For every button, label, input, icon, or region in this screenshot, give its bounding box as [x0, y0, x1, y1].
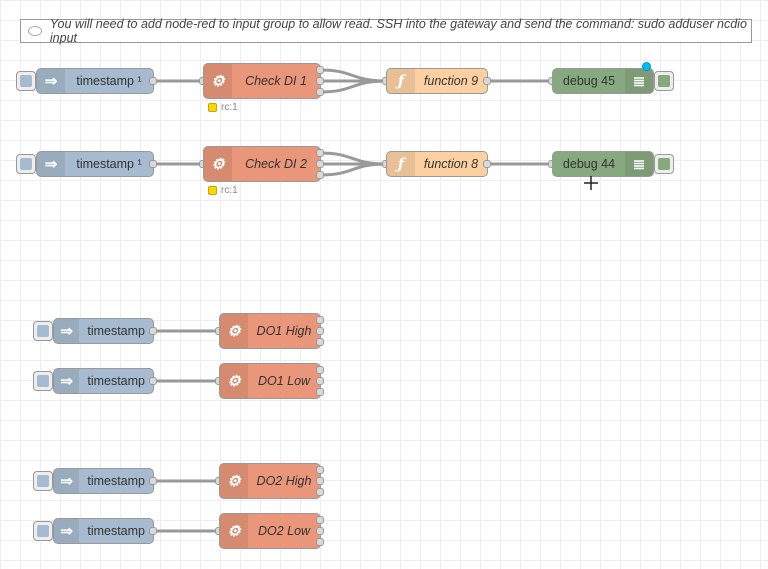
status-dot-icon [208, 186, 217, 195]
output-port[interactable] [316, 527, 324, 535]
gear-icon: ⚙ [220, 314, 248, 348]
list-icon: ≣ [625, 152, 653, 176]
output-port[interactable] [316, 66, 324, 74]
inject-label: timestamp ¹ [76, 157, 142, 171]
inject-label: timestamp ¹ [76, 74, 142, 88]
output-port[interactable] [316, 538, 324, 546]
output-port[interactable] [316, 88, 324, 96]
output-port[interactable] [149, 527, 157, 535]
inject-node[interactable]: ⇒ timestamp ¹ [36, 68, 154, 94]
output-port[interactable] [316, 377, 324, 385]
command-node[interactable]: ⚙ Check DI 2 [203, 146, 321, 182]
debug-label: debug 45 [562, 74, 616, 88]
function-icon: ƒ [387, 69, 415, 93]
status-indicator: rc:1 [208, 102, 238, 113]
output-port[interactable] [483, 160, 491, 168]
command-label: DO1 Low [257, 374, 311, 388]
debug-toggle-button[interactable] [654, 71, 674, 91]
list-icon: ≣ [625, 69, 653, 93]
inject-trigger-button[interactable] [16, 71, 36, 91]
command-node[interactable]: ⚙ DO1 Low [219, 363, 321, 399]
output-port[interactable] [316, 488, 324, 496]
inject-node[interactable]: ⇒ timestamp [53, 368, 154, 394]
wire [318, 68, 389, 83]
command-node[interactable]: ⚙ DO2 Low [219, 513, 321, 549]
comment-text: You will need to add node-red to input g… [49, 17, 747, 45]
output-port[interactable] [149, 327, 157, 335]
output-port[interactable] [483, 77, 491, 85]
output-port[interactable] [316, 149, 324, 157]
inject-label: timestamp [87, 474, 145, 488]
output-port[interactable] [149, 77, 157, 85]
inject-label: timestamp [87, 524, 145, 538]
arrow-in-icon: ⇒ [37, 152, 65, 176]
output-port[interactable] [149, 160, 157, 168]
output-port[interactable] [316, 477, 324, 485]
arrow-in-icon: ⇒ [37, 69, 65, 93]
inject-trigger-button[interactable] [33, 521, 53, 541]
arrow-in-icon: ⇒ [54, 519, 80, 543]
output-port[interactable] [316, 338, 324, 346]
status-text: rc:1 [221, 185, 238, 196]
gear-icon: ⚙ [220, 514, 248, 548]
move-cursor-icon [584, 176, 598, 190]
speech-bubble-icon [21, 26, 50, 36]
output-port[interactable] [316, 160, 324, 168]
status-indicator: rc:1 [208, 185, 238, 196]
command-label: Check DI 1 [245, 74, 307, 88]
output-port[interactable] [316, 366, 324, 374]
gear-icon: ⚙ [220, 464, 248, 498]
inject-node[interactable]: ⇒ timestamp [53, 318, 154, 344]
gear-icon: ⚙ [204, 64, 232, 98]
arrow-in-icon: ⇒ [54, 319, 80, 343]
output-port[interactable] [316, 388, 324, 396]
function-label: function 9 [423, 74, 479, 88]
output-port[interactable] [316, 77, 324, 85]
inject-node[interactable]: ⇒ timestamp [53, 518, 154, 544]
inject-trigger-button[interactable] [16, 154, 36, 174]
arrow-in-icon: ⇒ [54, 469, 80, 493]
output-port[interactable] [316, 316, 324, 324]
function-node[interactable]: ƒ function 8 [386, 151, 488, 177]
wire [318, 162, 389, 177]
debug-toggle-button[interactable] [654, 154, 674, 174]
gear-icon: ⚙ [204, 147, 232, 181]
debug-node[interactable]: debug 44 ≣ [552, 151, 654, 177]
inject-trigger-button[interactable] [33, 371, 53, 391]
command-node[interactable]: ⚙ Check DI 1 [203, 63, 321, 99]
output-port[interactable] [316, 466, 324, 474]
inject-node[interactable]: ⇒ timestamp [53, 468, 154, 494]
inject-trigger-button[interactable] [33, 321, 53, 341]
command-label: DO1 High [256, 324, 312, 338]
gear-icon: ⚙ [220, 364, 248, 398]
status-dot-icon [208, 103, 217, 112]
output-port[interactable] [316, 327, 324, 335]
output-port[interactable] [316, 171, 324, 179]
command-node[interactable]: ⚙ DO1 High [219, 313, 321, 349]
command-label: Check DI 2 [245, 157, 307, 171]
command-node[interactable]: ⚙ DO2 High [219, 463, 321, 499]
output-port[interactable] [149, 377, 157, 385]
command-label: DO2 Low [257, 524, 311, 538]
wire [318, 79, 389, 94]
changed-indicator [642, 62, 651, 71]
arrow-in-icon: ⇒ [54, 369, 80, 393]
output-port[interactable] [316, 516, 324, 524]
wire [318, 151, 389, 166]
inject-label: timestamp [87, 374, 145, 388]
inject-node[interactable]: ⇒ timestamp ¹ [36, 151, 154, 177]
status-text: rc:1 [221, 102, 238, 113]
debug-node[interactable]: debug 45 ≣ [552, 68, 654, 94]
function-node[interactable]: ƒ function 9 [386, 68, 488, 94]
inject-label: timestamp [87, 324, 145, 338]
inject-trigger-button[interactable] [33, 471, 53, 491]
command-label: DO2 High [256, 474, 312, 488]
output-port[interactable] [149, 477, 157, 485]
debug-label: debug 44 [562, 157, 616, 171]
function-label: function 8 [423, 157, 479, 171]
function-icon: ƒ [387, 152, 415, 176]
comment-node[interactable]: You will need to add node-red to input g… [20, 17, 752, 45]
